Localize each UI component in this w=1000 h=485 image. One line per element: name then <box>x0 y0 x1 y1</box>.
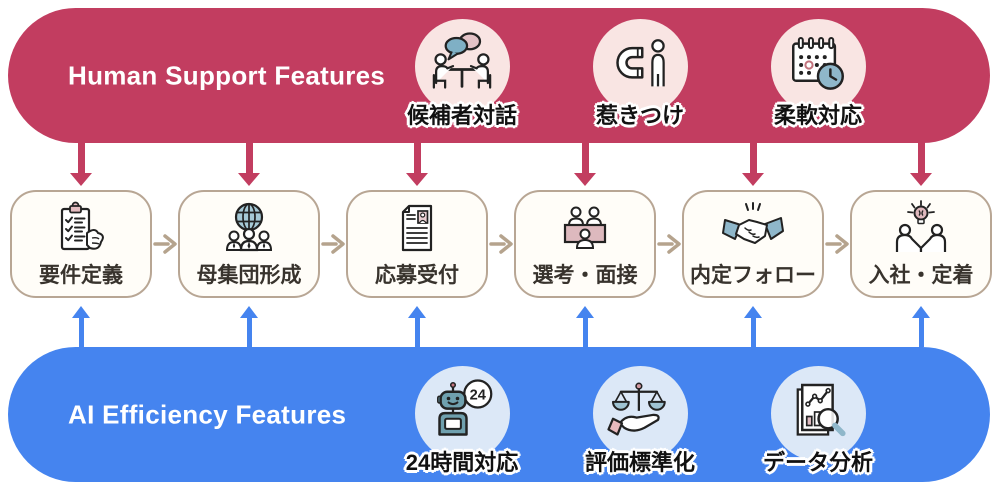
feature-label: 柔軟対応 <box>773 103 862 128</box>
handshake-icon <box>715 198 791 267</box>
data-analysis-icon <box>770 366 866 461</box>
step-card-interview: 選考・面接 <box>514 190 656 298</box>
step-card-onboarding: 入社・定着 <box>850 190 992 298</box>
human-flow-arrow <box>406 141 428 186</box>
feature-label: 24時間対応 <box>405 450 519 475</box>
ai-flow-arrow <box>742 306 764 347</box>
human-support-title: Human Support Features <box>68 60 386 90</box>
step-arrow <box>153 233 177 255</box>
robot-badge-text: 24 <box>470 387 487 403</box>
step-label: 母集団形成 <box>196 264 302 287</box>
interview-panel-icon <box>547 198 623 267</box>
step-label: 入社・定着 <box>868 264 974 287</box>
step-card-talent-pool: 母集団形成 <box>178 190 320 298</box>
step-arrow <box>321 233 345 255</box>
ai-efficiency-title: AI Efficiency Features <box>68 399 347 429</box>
ai-flow-arrow <box>238 306 260 347</box>
dialogue-icon <box>414 19 510 114</box>
feature-candidate-dialogue: 候補者対話 <box>397 19 527 130</box>
checklist-icon <box>43 198 119 267</box>
feature-24h-response: 24 24時間対応 <box>397 366 527 477</box>
human-flow-arrow <box>910 141 932 186</box>
robot-24h-icon: 24 <box>414 366 510 461</box>
feature-label: 惹きつけ <box>595 103 684 128</box>
team-lightbulb-icon <box>883 198 959 267</box>
magnet-icon <box>592 19 688 114</box>
human-flow-arrow <box>742 141 764 186</box>
feature-label: データ分析 <box>762 450 873 475</box>
ai-flow-arrow <box>574 306 596 347</box>
globe-people-icon <box>211 198 287 267</box>
feature-flexible-response: 柔軟対応 <box>753 19 883 130</box>
step-label: 要件定義 <box>39 264 123 287</box>
scale-balance-icon <box>592 366 688 461</box>
step-label: 応募受付 <box>375 264 459 287</box>
feature-attraction: 惹きつけ <box>575 19 705 130</box>
ai-flow-arrow <box>910 306 932 347</box>
feature-standardized-evaluation: 評価標準化 <box>575 366 705 477</box>
human-flow-arrow <box>574 141 596 186</box>
step-card-offer-follow: 内定フォロー <box>682 190 824 298</box>
human-flow-arrow <box>70 141 92 186</box>
ai-flow-arrow <box>406 306 428 347</box>
step-arrow <box>825 233 849 255</box>
feature-label: 評価標準化 <box>584 450 695 475</box>
calendar-clock-icon <box>770 19 866 114</box>
step-label: 内定フォロー <box>690 264 816 287</box>
human-flow-arrow <box>238 141 260 186</box>
step-arrow <box>657 233 681 255</box>
step-label: 選考・面接 <box>532 264 638 287</box>
step-card-application: 応募受付 <box>346 190 488 298</box>
step-arrow <box>489 233 513 255</box>
step-card-requirements: 要件定義 <box>10 190 152 298</box>
feature-data-analysis: データ分析 <box>753 366 883 477</box>
ai-flow-arrow <box>70 306 92 347</box>
feature-label: 候補者対話 <box>406 103 517 128</box>
resume-icon <box>379 198 455 267</box>
